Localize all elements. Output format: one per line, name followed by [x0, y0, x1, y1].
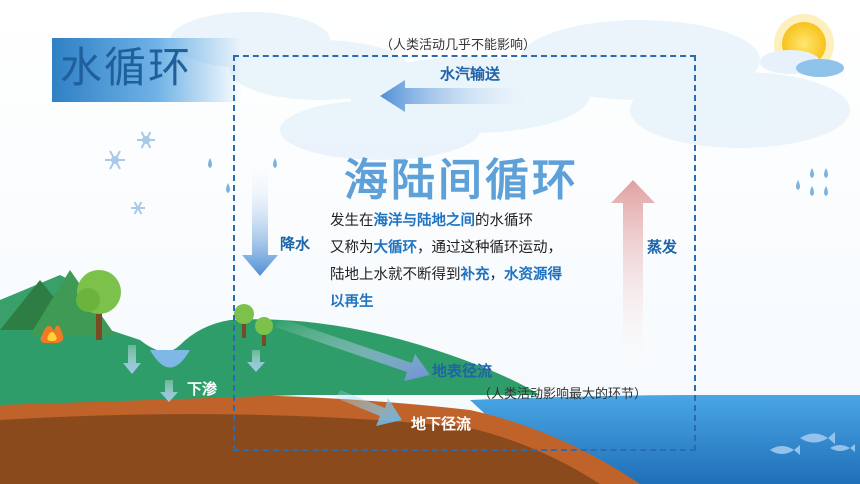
description: 发生在海洋与陆地之间的水循环 又称为大循环，通过这种循环运动， 陆地上水就不断得… — [330, 208, 620, 316]
snowflake-icon — [105, 131, 155, 215]
fish-icon — [770, 432, 855, 455]
label-underground-runoff: 地下径流 — [411, 415, 472, 433]
desc-line-3: 陆地上水就不断得到补充，水资源得 — [330, 267, 562, 283]
campfire-icon — [40, 325, 64, 343]
cycle-frame — [233, 55, 696, 451]
page-title: 水循环 — [60, 43, 193, 92]
raindrop-icon — [208, 158, 828, 196]
label-precipitation: 降水 — [280, 235, 311, 253]
lake — [150, 350, 190, 368]
label-surface-runoff: 地表径流 — [432, 362, 493, 380]
tree-icon — [76, 270, 273, 346]
cycle-name: 海陆间循环 — [344, 155, 579, 206]
land — [0, 285, 540, 405]
title-band — [52, 38, 242, 102]
note-bottom: （人类活动影响最大的环节） — [478, 387, 648, 402]
desc-line-1: 发生在海洋与陆地之间的水循环 — [330, 213, 533, 229]
desc-line-4: 以再生 — [330, 294, 374, 310]
sun-icon — [760, 14, 844, 77]
label-vapor-transport: 水汽输送 — [440, 65, 501, 83]
note-top: （人类活动几乎不能影响） — [380, 38, 537, 53]
desc-line-2: 又称为大循环，通过这种循环运动， — [330, 240, 562, 256]
label-evaporation: 蒸发 — [647, 238, 678, 256]
arrow-icon — [123, 80, 655, 426]
label-seepage: 下渗 — [187, 380, 218, 398]
